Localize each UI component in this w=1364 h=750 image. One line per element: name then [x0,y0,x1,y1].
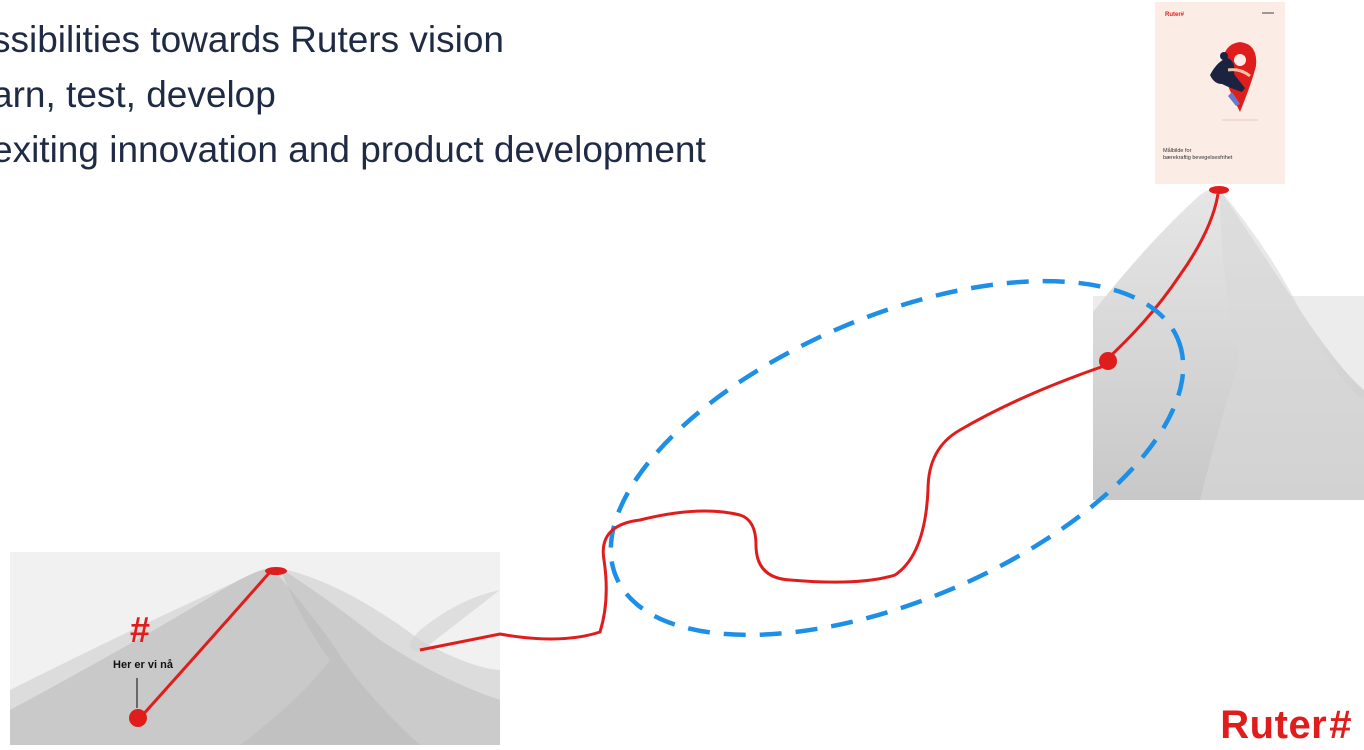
climb-path-start [138,571,272,720]
bullet-list: ssibilities towards Ruters vision arn, t… [0,12,706,177]
bullet-innovation: exiting innovation and product developme… [0,129,706,170]
climb-path-goal [1102,193,1220,364]
summit-marker-start [265,567,287,575]
cover-title: Målbilde for [1163,147,1192,154]
ruter-logo: Ruter# [1220,703,1352,748]
report-cover: Ruter# Målbilde for bærekraftig bevegels… [1155,2,1285,184]
cover-background [1155,2,1285,184]
bullet-vision: ssibilities towards Ruters vision [0,19,505,60]
cover-brand: Ruter# [1165,12,1185,18]
bullet-learn-test-develop: arn, test, develop [0,74,276,115]
mountain-shadow [240,568,500,745]
goal-mountain-shadow [1200,190,1364,500]
start-mountain-panel: # Her er vi nå [10,552,500,745]
map-pin-icon [1222,42,1257,112]
cover-subtitle: bærekraftig bevegelsesfrihet [1163,155,1233,161]
journey-path [419,364,1105,652]
goal-mountain-panel [1093,186,1364,500]
hash-symbol: # [130,609,150,650]
logo-text: Ruter [1220,703,1328,747]
summit-marker-goal [1209,186,1229,194]
figure-icon [1210,58,1245,92]
focus-area-dashed-ellipse [608,278,1186,638]
current-position-dot [129,709,147,727]
logo-hash: # [1329,703,1352,747]
marker-label: Her er vi nå [113,659,174,671]
